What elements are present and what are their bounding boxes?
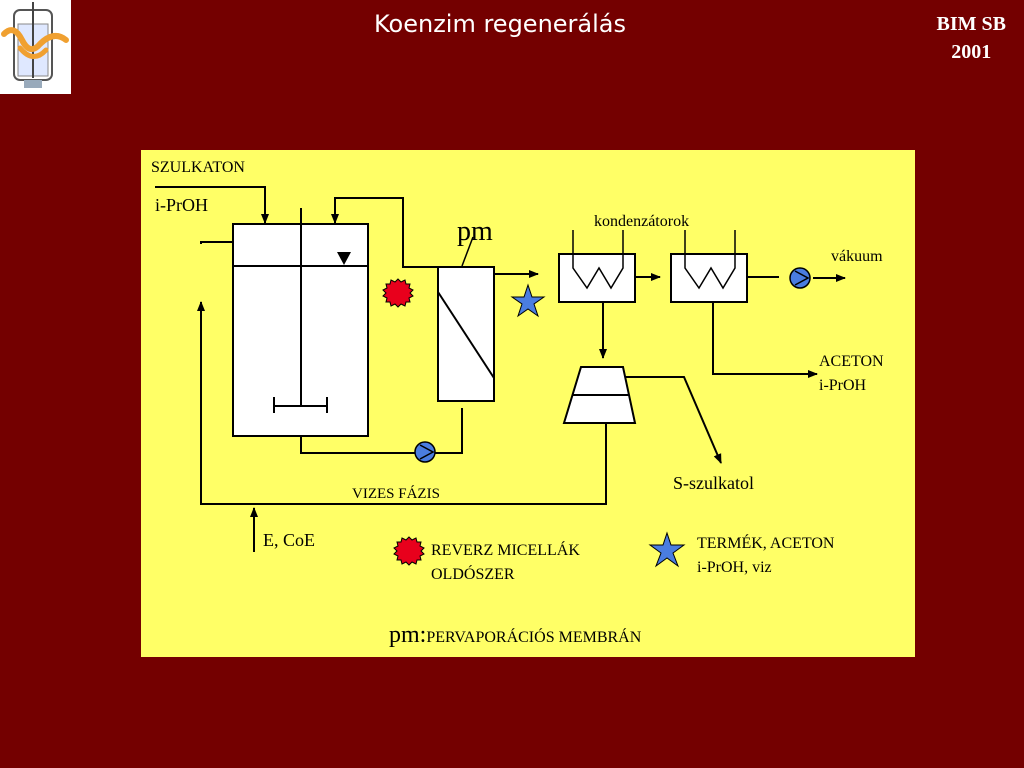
vizes-fazis-label: VIZES FÁZIS (352, 485, 440, 502)
condenser-2 (670, 230, 748, 303)
page-title: Koenzim regenerálás (373, 10, 626, 38)
aqueous-to-reactor (200, 241, 233, 244)
vacuum-pump (789, 267, 811, 289)
product-line (625, 376, 722, 464)
legend-termek-line2: i-PrOH, viz (697, 559, 772, 576)
process-diagram: SZULKATON i-PrOH pm kondenzátorok vákuum… (151, 159, 884, 648)
iproh-out-label: i-PrOH (819, 377, 867, 394)
product-star-marker (510, 283, 546, 318)
return-line (331, 197, 437, 268)
legend-termek-line1: TERMÉK, ACETON (697, 533, 835, 552)
legend-micelle-line1: REVERZ MICELLÁK (431, 540, 580, 559)
aqueous-recycle (197, 301, 607, 505)
ecoe-label: E, CoE (263, 530, 315, 550)
iproh-in-label: i-PrOH (155, 195, 208, 215)
pm-label: pm (457, 216, 493, 247)
separator (562, 366, 637, 424)
condensate-line (712, 302, 818, 378)
legend-micelle-icon (393, 536, 425, 566)
feed-line (155, 186, 269, 224)
process-diagram-panel: SZULKATON i-PrOH pm kondenzátorok vákuum… (141, 150, 915, 657)
micelle-marker (382, 278, 414, 308)
szulkaton-label: SZULKATON (151, 159, 245, 176)
reactor-to-membrane (300, 408, 463, 454)
corner-line-2: 2001 (951, 41, 992, 63)
vakuum-label: vákuum (831, 248, 883, 265)
reactor-vessel (232, 208, 369, 437)
bioreactor-logo (0, 0, 71, 94)
kondenzatorok-label: kondenzátorok (594, 213, 689, 230)
s-szulkatol-label: S-szulkatol (673, 473, 754, 493)
legend-star-icon (648, 531, 686, 568)
corner-label: BIM SB 2001 (937, 10, 1006, 66)
legend-pm-prefix: pm: (389, 622, 426, 648)
aceton-label: ACETON (819, 353, 884, 370)
circulation-pump (414, 441, 436, 463)
legend-micelle-line2: OLDÓSZER (431, 564, 515, 583)
condenser-1 (558, 230, 636, 303)
corner-line-1: BIM SB (936, 13, 1006, 35)
legend-pm-line: pm:PERVAPORÁCIÓS MEMBRÁN (389, 622, 642, 648)
membrane-module (437, 236, 495, 402)
legend-pm-desc: PERVAPORÁCIÓS MEMBRÁN (426, 627, 641, 646)
